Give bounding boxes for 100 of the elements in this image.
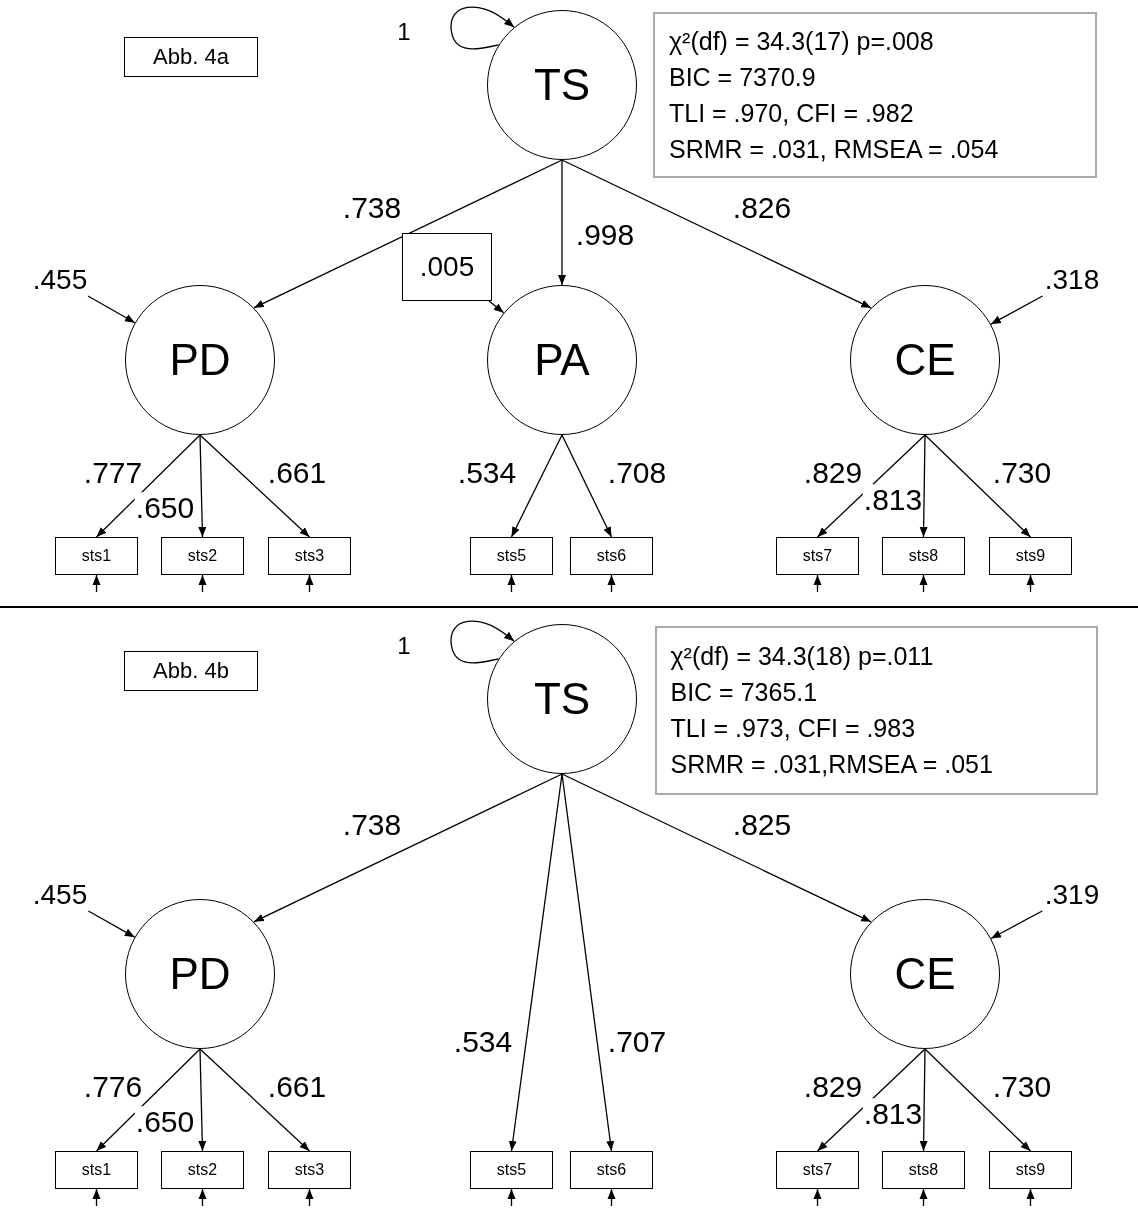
arrow xyxy=(558,159,566,286)
arrow xyxy=(508,773,563,1152)
arrow xyxy=(198,574,207,593)
indicator-box xyxy=(776,537,859,575)
arrow xyxy=(924,1048,1032,1152)
variable-name: PD xyxy=(169,335,231,385)
arrow xyxy=(919,1048,928,1152)
indicator-name: sts8 xyxy=(908,1161,939,1179)
fit-statistic: BIC = 7370.9 xyxy=(669,62,816,93)
indicator-box xyxy=(161,1151,244,1189)
indicator-box xyxy=(570,1151,653,1189)
fit-statistic: SRMR = .031,RMSEA = .051 xyxy=(670,749,993,780)
variable-name: TS xyxy=(533,674,591,724)
arrow xyxy=(488,300,505,314)
arrow xyxy=(561,159,872,309)
arrow xyxy=(919,1188,928,1207)
indicator-name: sts7 xyxy=(802,1161,833,1179)
indicator-box xyxy=(570,537,653,575)
arrow xyxy=(199,1048,311,1152)
arrow xyxy=(1026,1188,1035,1207)
indicator-box xyxy=(161,537,244,575)
residual-value: .005 xyxy=(419,251,475,283)
fit-statistic: SRMR = .031, RMSEA = .054 xyxy=(669,134,999,165)
fit-statistic: BIC = 7365.1 xyxy=(670,677,818,708)
arrow xyxy=(199,434,311,538)
indicator-box xyxy=(268,1151,351,1189)
arrow xyxy=(607,1188,616,1207)
arrow xyxy=(924,434,1032,538)
arrow xyxy=(198,1188,207,1207)
arrow xyxy=(561,773,615,1152)
arrow xyxy=(198,434,207,538)
arrow xyxy=(919,434,928,538)
indicator-box xyxy=(470,1151,553,1189)
arrow xyxy=(561,434,613,538)
indicator-name: sts9 xyxy=(1015,547,1046,565)
indicator-box xyxy=(268,537,351,575)
indicator-name: sts6 xyxy=(596,1161,627,1179)
indicator-box xyxy=(776,1151,859,1189)
arrow xyxy=(507,574,516,593)
indicator-box xyxy=(989,537,1072,575)
residual-value: .455 xyxy=(28,264,92,296)
arrow xyxy=(507,1188,516,1207)
fit-statistic: χ²(df) = 34.3(17) p=.008 xyxy=(669,26,934,57)
arrow xyxy=(253,159,563,309)
indicator-box xyxy=(882,537,965,575)
arrow xyxy=(305,1188,314,1207)
arrow xyxy=(253,773,563,923)
arrow xyxy=(450,6,515,50)
figure-label-box xyxy=(124,37,258,77)
residual-value: .318 xyxy=(1040,264,1104,296)
arrow xyxy=(813,574,822,593)
variable-name: PD xyxy=(169,949,231,999)
fit-statistic: TLI = .973, CFI = .983 xyxy=(670,713,916,744)
indicator-name: sts1 xyxy=(81,1161,112,1179)
arrow xyxy=(95,434,201,538)
indicator-box xyxy=(470,537,553,575)
indicator-name: sts5 xyxy=(496,1161,527,1179)
arrow xyxy=(813,1188,822,1207)
arrow xyxy=(607,574,616,593)
arrow xyxy=(990,295,1044,325)
variable-name: TS xyxy=(533,60,591,110)
arrow xyxy=(561,773,872,923)
arrow xyxy=(92,574,101,593)
arrow xyxy=(92,1188,101,1207)
variable-name: PA xyxy=(534,335,590,385)
arrow xyxy=(990,910,1043,940)
indicator-name: sts2 xyxy=(187,1161,218,1179)
indicator-name: sts3 xyxy=(294,547,325,565)
indicator-name: sts2 xyxy=(187,547,218,565)
indicator-name: sts5 xyxy=(496,547,527,565)
indicator-name: sts8 xyxy=(908,547,939,565)
residual-value: .319 xyxy=(1040,879,1104,911)
arrow xyxy=(305,574,314,593)
arrow xyxy=(510,434,563,538)
figure-label: Abb. 4b xyxy=(153,658,229,684)
fit-statistics-box xyxy=(654,625,1098,795)
figure-label-box xyxy=(124,651,258,691)
arrow xyxy=(87,295,136,324)
indicator-box xyxy=(55,537,138,575)
figure-label: Abb. 4a xyxy=(153,44,229,70)
indicator-box xyxy=(55,1151,138,1189)
arrow xyxy=(1026,574,1035,593)
variable-name: CE xyxy=(894,949,956,999)
arrow xyxy=(816,434,926,538)
variable-name: CE xyxy=(894,335,956,385)
arrow xyxy=(198,1048,207,1152)
indicator-box xyxy=(882,1151,965,1189)
arrow xyxy=(95,1048,201,1152)
residual-value: .455 xyxy=(28,879,92,911)
indicator-name: sts3 xyxy=(294,1161,325,1179)
indicator-box xyxy=(989,1151,1072,1189)
indicator-name: sts1 xyxy=(81,547,112,565)
indicator-name: sts6 xyxy=(596,547,627,565)
residual-box xyxy=(402,233,492,301)
arrow xyxy=(919,574,928,593)
arrow xyxy=(87,910,136,938)
fit-statistic: χ²(df) = 34.3(18) p=.011 xyxy=(670,641,934,672)
fit-statistic: TLI = .970, CFI = .982 xyxy=(669,98,914,129)
arrow xyxy=(450,620,515,664)
indicator-name: sts9 xyxy=(1015,1161,1046,1179)
